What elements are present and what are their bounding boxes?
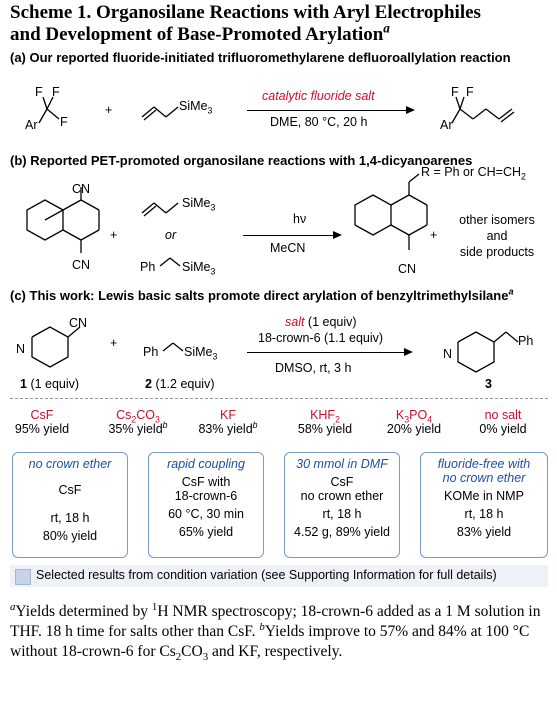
section-c-crown: 18-crown-6 (1.1 equiv) [258, 331, 384, 345]
allylsilane-label: SiMe3 [179, 99, 213, 116]
scheme-footnote: aYields determined by 1H NMR spectroscop… [10, 600, 541, 664]
section-c-salt: salt (1 equiv) [285, 315, 357, 329]
section-b-heading: (b) Reported PET-promoted organosilane r… [10, 153, 473, 168]
section-b-light: hν [293, 212, 307, 226]
product-3-label: 3 [485, 377, 492, 391]
salt-result-kf: KF 83% yieldb [198, 408, 258, 436]
product-a-f1: F [451, 85, 459, 99]
section-a-catalyst: catalytic fluoride salt [262, 89, 375, 103]
pet-product-structure [354, 173, 428, 250]
card-no-crown-ether: no crown ether CsF rt, 18 h 80% yield [12, 452, 128, 558]
salt-result-no-salt: no salt 0% yield [479, 408, 527, 436]
section-c-heading: (c) This work: Lewis basic salts promote… [10, 286, 514, 303]
card-rapid-coupling: rapid coupling CsF with 18-crown-6 60 °C… [148, 452, 264, 558]
dicyanonaphthalene-structure [26, 187, 100, 253]
title-line-1: Scheme 1. Organosilane Reactions with Ar… [10, 2, 481, 23]
section-c-plus: + [110, 336, 118, 350]
section-b-arrowhead [333, 231, 342, 239]
product-a-f2: F [466, 85, 474, 99]
section-c-arrowhead [404, 348, 413, 356]
card-fluoride-free: fluoride-free with no crown ether KOMe i… [420, 452, 548, 558]
allylsilane-b-structure [141, 202, 179, 217]
benzylsilane-c-label: SiMe3 [184, 345, 218, 362]
benzylpyridine-structure [457, 331, 519, 373]
card-30-mmol-dmf: 30 mmol in DMF CsF no crown ether rt, 18… [284, 452, 400, 558]
salt-result-k3po4: K3PO4 20% yield [386, 408, 442, 436]
section-c-conditions: DMSO, rt, 3 h [275, 361, 352, 375]
section-b-solvent: MeCN [270, 241, 306, 255]
side-products-note: other isomers and side products [459, 213, 535, 259]
ar-cf3-f2: F [52, 85, 60, 99]
allylsilane-b-label: SiMe3 [182, 196, 216, 213]
benzylsilane-c-bond [162, 342, 184, 352]
section-a-conditions: DME, 80 °C, 20 h [270, 115, 368, 129]
r-substituent-label: R = Ph or CH=CH2 [421, 165, 526, 182]
cyanopyridine-n: N [16, 342, 26, 356]
legend-band [10, 565, 548, 587]
defluoroallylation-product [451, 96, 515, 124]
salt-result-cs2co3: Cs2CO3 35% yieldb [108, 408, 168, 436]
cyanopyridine-structure [31, 326, 81, 368]
salt-result-csf: CsF 95% yield [14, 408, 70, 436]
ar-cf3-f3: F [60, 115, 68, 129]
reactant-1-label: 1 (1 equiv) [20, 377, 80, 391]
cn-top-label: CN [72, 182, 91, 196]
ar-cf3-f1: F [35, 85, 43, 99]
allylsilane-structure [141, 106, 179, 121]
product-a-ar: Ar [440, 118, 453, 132]
salt-table-divider [10, 398, 548, 399]
section-a-arrow [247, 110, 407, 111]
ar-cf3-ar: Ar [25, 118, 38, 132]
section-a-arrowhead [406, 106, 415, 114]
or-label: or [165, 228, 177, 242]
section-b-arrow [243, 235, 335, 236]
legend-text: Selected results from condition variatio… [36, 568, 497, 582]
cyanopyridine-cn: CN [69, 316, 88, 330]
section-b-plus-2: + [430, 228, 438, 242]
title-line-2: and Development of Base-Promoted Arylati… [10, 20, 390, 45]
benzylsilane-b-label: SiMe3 [182, 260, 216, 277]
trifluoromethylarene-structure [38, 96, 60, 124]
cn-bottom-label: CN [72, 258, 91, 272]
section-a-heading: (a) Our reported fluoride-initiated trif… [10, 50, 511, 65]
benzylsilane-b-bond [159, 257, 181, 267]
scheme-title: Scheme 1. Organosilane Reactions with Ar… [10, 2, 550, 46]
benzylpyridine-n: N [443, 347, 453, 361]
section-a-plus: + [105, 103, 113, 117]
benzylsilane-ph: Ph [143, 345, 159, 359]
legend-swatch [15, 569, 31, 585]
pet-product-cn: CN [398, 262, 417, 276]
section-b-plus-1: + [110, 228, 118, 242]
salt-result-khf2: KHF2 58% yield [297, 408, 353, 436]
benzyl-ph-label: Ph [140, 260, 156, 274]
section-c-arrow [247, 352, 405, 353]
benzylpyridine-ph: Ph [518, 334, 534, 348]
reactant-2-label: 2 (1.2 equiv) [145, 377, 215, 391]
